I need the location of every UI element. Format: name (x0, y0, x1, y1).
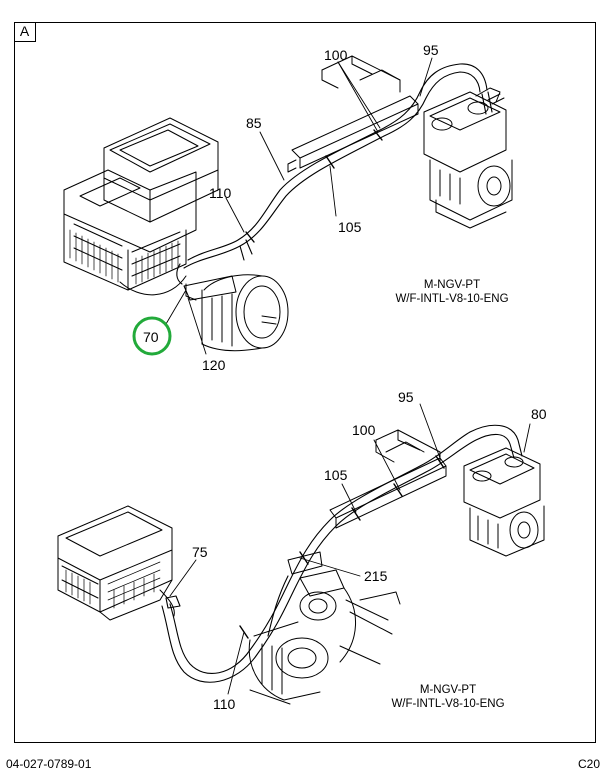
upper-alternator (183, 274, 289, 352)
upper-hvac-grille (69, 229, 179, 285)
lower-blower-outlet (159, 589, 175, 617)
lower-ac-compressor (463, 447, 545, 557)
section-label: A (14, 22, 36, 42)
callout-105-lower: 105 (324, 467, 348, 483)
lower-alternator (248, 551, 401, 705)
lower-note-line-2: W/F-INTL-V8-10-ENG (391, 698, 505, 710)
upper-note-line-2: W/F-INTL-V8-10-ENG (395, 293, 509, 305)
lower-hvac-housing (57, 505, 173, 621)
lower-hose-assembly (161, 424, 523, 683)
upper-note-line-1: M-NGV-PT (423, 279, 481, 291)
document-number: 04-027-0789-01 (6, 757, 92, 771)
callout-75-lower: 75 (192, 544, 208, 560)
lower-leader-lines (169, 403, 531, 695)
lower-view-note: M-NGV-PT W/F-INTL-V8-10-ENG (376, 683, 520, 711)
upper-view-artwork (63, 55, 513, 356)
callout-120-upper: 120 (202, 357, 226, 373)
callout-85-upper: 85 (246, 115, 262, 131)
upper-hose-clamps (245, 129, 383, 243)
diagram-frame (14, 22, 596, 743)
callout-70-upper: 70 (143, 329, 159, 345)
callout-80-lower: 80 (531, 406, 547, 422)
upper-mounting-rail (287, 55, 419, 173)
callout-105-upper: 105 (338, 219, 362, 235)
callout-110-lower: 110 (213, 696, 236, 712)
highlight-circle-70 (132, 316, 172, 356)
upper-hvac-housing (63, 117, 219, 291)
lower-hvac-grille (65, 561, 161, 609)
lower-view-artwork (57, 403, 545, 705)
lower-mounting-rail (329, 429, 447, 529)
upper-view-note: M-NGV-PT W/F-INTL-V8-10-ENG (382, 278, 522, 306)
page-code: C20 (578, 757, 601, 771)
callout-100-upper: 100 (324, 47, 348, 63)
callout-110-upper: 110 (209, 185, 232, 201)
callout-95-upper: 95 (423, 42, 439, 58)
upper-bracket-120 (185, 283, 197, 301)
callout-215-lower: 215 (364, 568, 388, 584)
lower-hose-clamps (239, 455, 445, 639)
lower-note-line-1: M-NGV-PT (419, 684, 477, 696)
callout-100-lower: 100 (352, 422, 376, 438)
upper-ac-compressor (423, 87, 513, 229)
upper-leader-lines (165, 57, 433, 355)
upper-hose-assembly (176, 63, 493, 285)
callout-95-lower: 95 (398, 389, 414, 405)
